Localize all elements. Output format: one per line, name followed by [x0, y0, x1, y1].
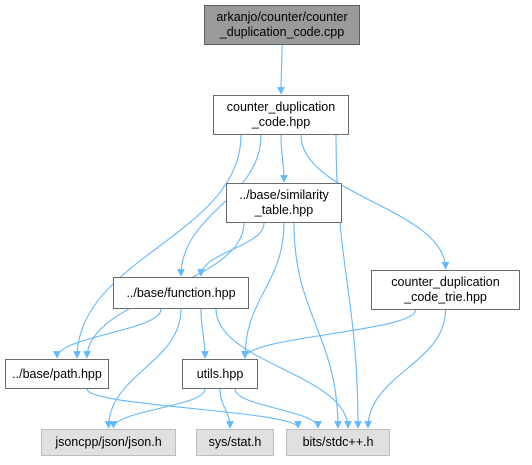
edge-trie-to-utils [241, 309, 417, 359]
node-path-hpp[interactable]: ../base/path.hpp [5, 359, 109, 389]
node-counter-duplication-code-cpp[interactable]: arkanjo/counter/counter _duplication_cod… [204, 5, 360, 45]
edge-path-to-stdc [86, 388, 302, 429]
edge-trie-to-stdc [364, 309, 447, 429]
edge-root-to-cdc [277, 44, 285, 95]
edge-cdc-to-path [73, 134, 242, 359]
edge-func-to-stdc [215, 308, 352, 429]
node-similarity-table-hpp[interactable]: ../base/similarity _table.hpp [226, 183, 342, 223]
edge-func-to-json [104, 308, 182, 429]
edge-utils-to-json [109, 388, 206, 429]
edge-utils-to-stdc [234, 388, 322, 429]
node-function-hpp[interactable]: ../base/function.hpp [113, 277, 249, 309]
edge-utils-to-stat [219, 388, 234, 429]
edge-cdc-to-sim [280, 134, 288, 183]
edge-cdc-to-func [177, 134, 262, 277]
node-json-h: jsoncpp/json/json.h [41, 429, 176, 456]
edge-func-to-path [53, 308, 162, 359]
node-counter-duplication-code-hpp[interactable]: counter_duplication _code.hpp [213, 95, 349, 135]
node-utils-hpp[interactable]: utils.hpp [182, 359, 258, 389]
edge-cdc-to-stdc [335, 134, 362, 429]
edge-sim-to-stdc [293, 222, 342, 429]
node-counter-duplication-code-trie-hpp[interactable]: counter_duplication _code_trie.hpp [371, 270, 520, 310]
edge-sim-to-utils [241, 222, 285, 359]
edge-cdc-to-trie [300, 134, 450, 270]
node-sys-stat-h: sys/stat.h [196, 429, 274, 456]
node-bits-stdcpp-h: bits/stdc++.h [286, 429, 390, 456]
edge-func-to-utils [200, 308, 209, 359]
